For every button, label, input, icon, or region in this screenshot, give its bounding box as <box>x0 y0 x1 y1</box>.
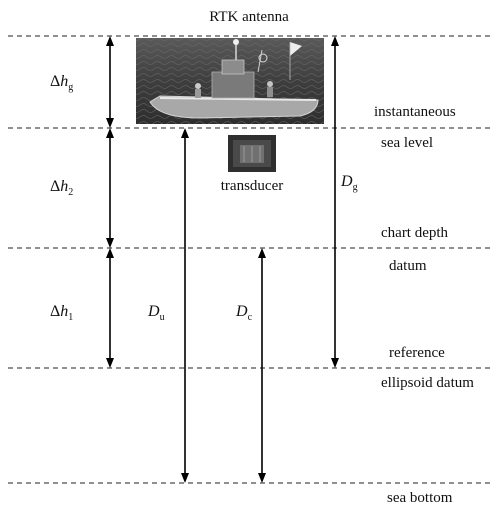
du-symbol: Du <box>147 303 165 323</box>
delta-h2-symbol: Δh2 <box>50 178 73 198</box>
arrow-dc <box>258 248 266 483</box>
rtk-antenna-label: RTK antenna <box>209 9 289 25</box>
survey-boat-image <box>136 38 324 124</box>
arrow-delta-h1 <box>106 248 114 368</box>
ellipsoid-datum-label: ellipsoid datum <box>381 375 474 391</box>
arrow-dg <box>331 36 339 368</box>
chart-depth-label: chart depth <box>381 225 449 241</box>
transducer-label: transducer <box>221 178 283 194</box>
dg-symbol: Dg <box>340 173 358 193</box>
transducer-image <box>228 135 276 172</box>
instantaneous-label: instantaneous <box>374 104 456 120</box>
datum-label-1: datum <box>389 258 427 274</box>
dc-symbol: Dc <box>235 303 253 323</box>
sea-bottom-label: sea bottom <box>387 490 453 506</box>
arrow-du <box>181 128 189 483</box>
sea-level-label: sea level <box>381 135 433 151</box>
delta-h1-symbol: Δh1 <box>50 303 73 323</box>
arrow-delta-hg <box>106 36 114 128</box>
arrow-delta-h2 <box>106 128 114 248</box>
delta-hg-symbol: Δhg <box>50 73 73 93</box>
reference-label: reference <box>389 345 445 361</box>
